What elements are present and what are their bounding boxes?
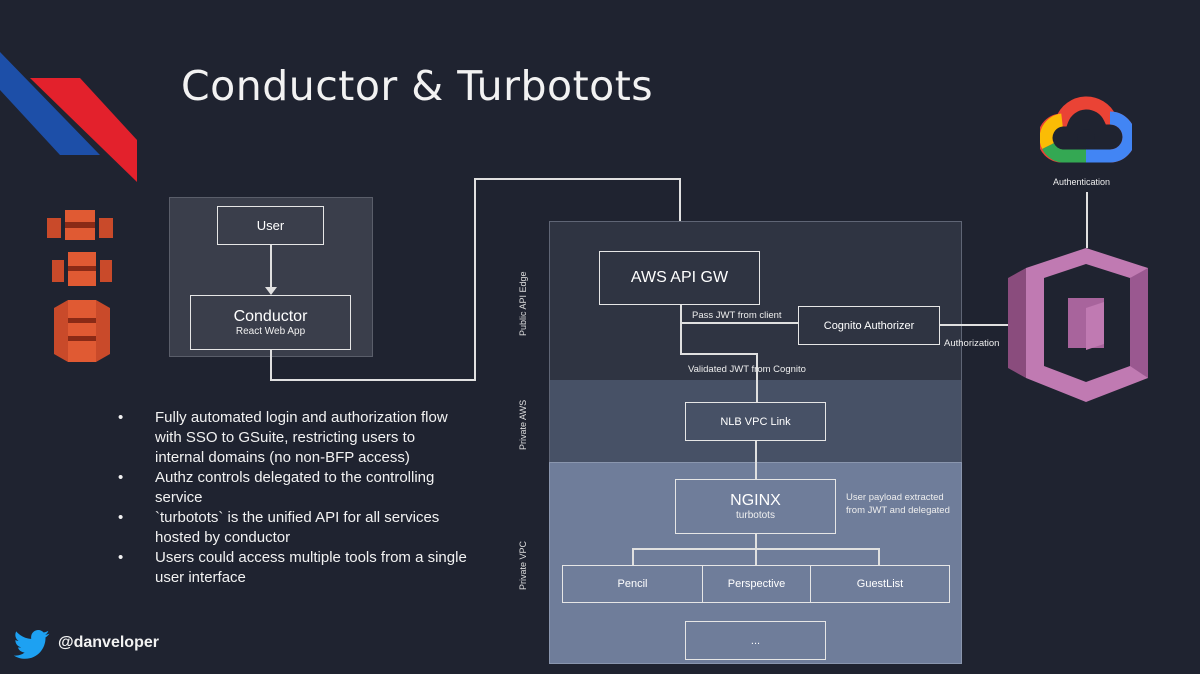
service-perspective-box: Perspective bbox=[702, 565, 811, 603]
conductor-bottom-line bbox=[270, 379, 475, 381]
bullet-item: Users could access multiple tools from a… bbox=[118, 548, 468, 588]
zone-label-private-vpc: Private VPC bbox=[518, 540, 528, 590]
feature-bullet-list: Fully automated login and authorization … bbox=[118, 408, 468, 588]
nlb-to-nginx-line bbox=[755, 441, 757, 479]
connector-top-line bbox=[474, 178, 680, 180]
aws-cloudfront-icon-2 bbox=[52, 252, 112, 286]
bullet-item: Fully automated login and authorization … bbox=[118, 408, 468, 468]
to-nlb-line bbox=[756, 353, 758, 403]
slide-title: Conductor & Turbotots bbox=[181, 62, 654, 110]
validated-jwt-label: Validated JWT from Cognito bbox=[688, 364, 806, 375]
user-to-conductor-line bbox=[270, 245, 272, 290]
user-box: User bbox=[217, 206, 324, 245]
conductor-down-line bbox=[270, 350, 272, 380]
more-services-box: ... bbox=[685, 621, 826, 660]
nginx-title: NGINX bbox=[730, 492, 781, 509]
authorization-label: Authorization bbox=[944, 338, 1000, 349]
nginx-subtitle: turbotots bbox=[736, 510, 775, 521]
brand-stripes-logo bbox=[0, 52, 137, 182]
user-payload-label: User payload extracted from JWT and dele… bbox=[846, 492, 950, 516]
services-bar-line bbox=[632, 548, 879, 550]
conductor-subtitle: React Web App bbox=[235, 326, 306, 337]
aws-api-gw-box: AWS API GW bbox=[599, 251, 760, 305]
google-cloud-icon bbox=[1040, 96, 1132, 163]
nlb-vpc-link-box: NLB VPC Link bbox=[685, 402, 826, 441]
nginx-box: NGINX turbotots bbox=[675, 479, 836, 534]
nginx-down-line bbox=[755, 534, 757, 565]
apigw-to-cognito-line bbox=[680, 322, 798, 324]
twitter-handle: @danveloper bbox=[58, 634, 159, 651]
zone-private-vpc bbox=[549, 462, 962, 664]
pencil-drop-line bbox=[632, 548, 634, 565]
aws-cognito-icon bbox=[1008, 248, 1148, 402]
conductor-box: Conductor React Web App bbox=[190, 295, 351, 350]
zone-label-public-api-edge: Public API Edge bbox=[518, 271, 528, 336]
zone-label-private-aws: Private AWS bbox=[518, 399, 528, 450]
service-guestlist-box: GuestList bbox=[810, 565, 950, 603]
cognito-to-aws-icon-line bbox=[940, 324, 1010, 326]
bullet-item: Authz controls delegated to the controll… bbox=[118, 468, 468, 508]
aws-cloudfront-icon bbox=[47, 210, 113, 240]
twitter-bird-icon bbox=[14, 630, 50, 659]
connector-to-apigw-line bbox=[679, 178, 681, 251]
aws-s3-icon bbox=[54, 300, 110, 362]
apigw-down-line bbox=[680, 305, 682, 354]
bullet-item: `turbotots` is the unified API for all s… bbox=[118, 508, 468, 548]
authentication-label: Authentication bbox=[1053, 177, 1111, 187]
guestlist-drop-line bbox=[878, 548, 880, 565]
gcp-to-cognito-line bbox=[1086, 192, 1088, 248]
pass-jwt-label: Pass JWT from client bbox=[692, 310, 782, 321]
connector-vertical-line bbox=[474, 178, 476, 381]
service-pencil-box: Pencil bbox=[562, 565, 703, 603]
cognito-authorizer-box: Cognito Authorizer bbox=[798, 306, 940, 345]
arrow-down-icon bbox=[265, 287, 277, 295]
apigw-right-line bbox=[680, 353, 757, 355]
conductor-title: Conductor bbox=[233, 308, 308, 325]
